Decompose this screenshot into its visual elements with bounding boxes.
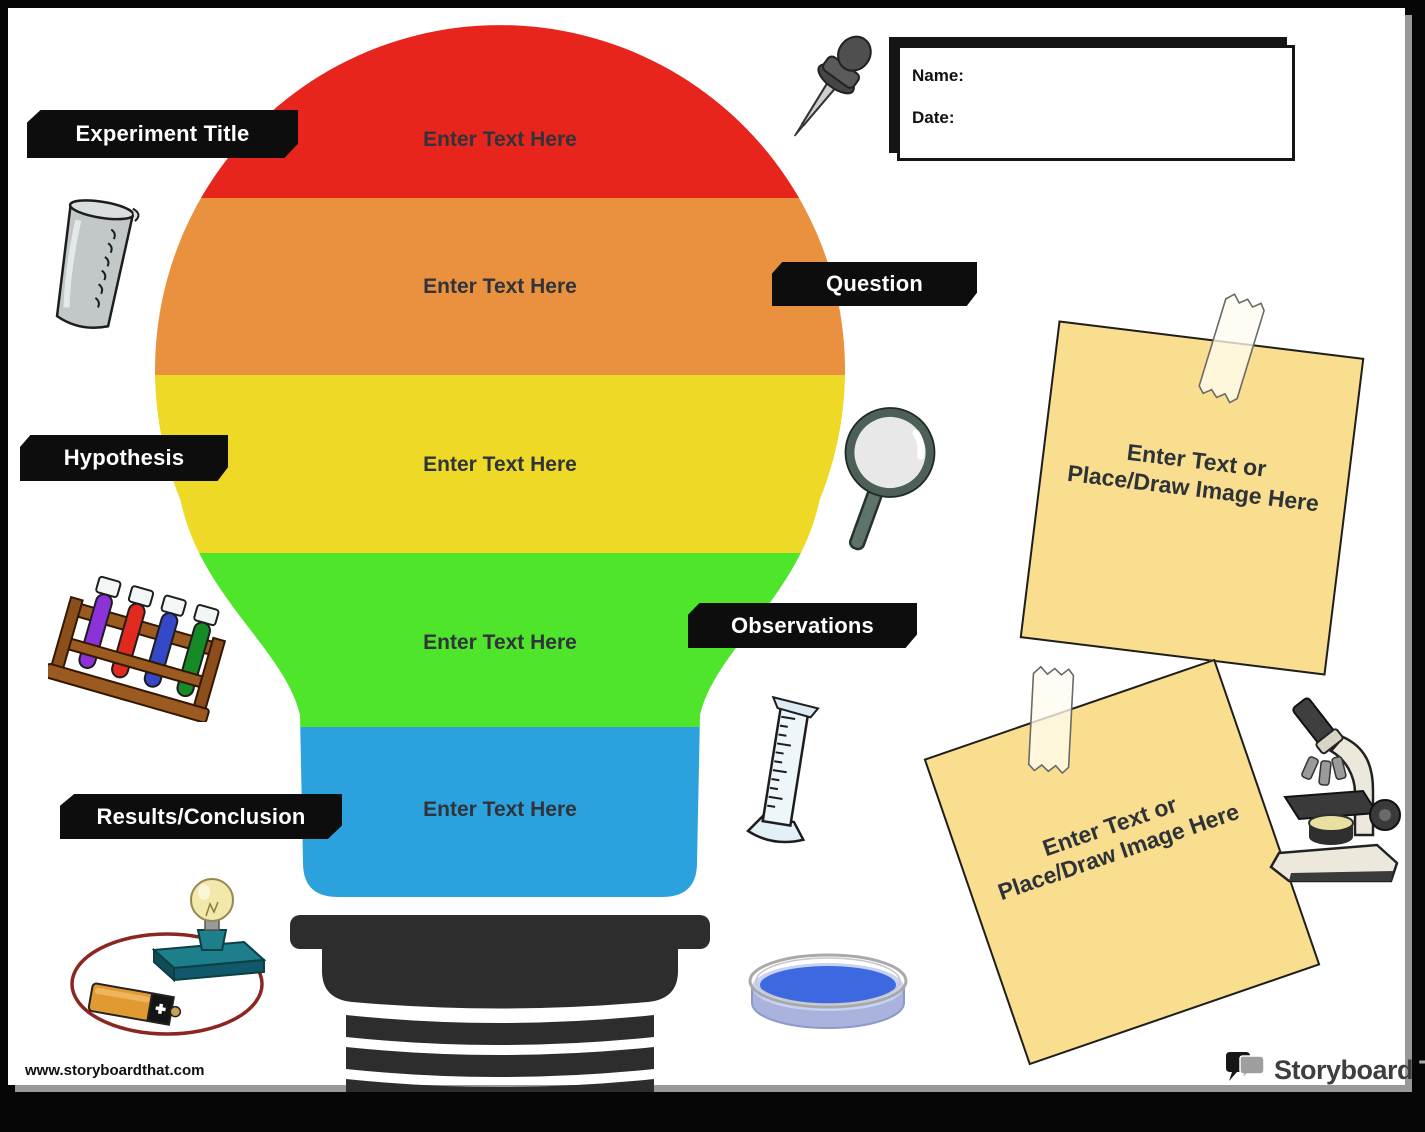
name-label: Name: (912, 66, 964, 85)
brand-that: That (1419, 1055, 1425, 1086)
microscope-icon (1269, 697, 1401, 883)
storyboardthat-logo: Storyboard That (1222, 1050, 1425, 1090)
label-results-conclusion: Results/Conclusion (60, 794, 342, 839)
battery-circuit-icon (70, 878, 267, 1036)
label-hypothesis: Hypothesis (20, 435, 228, 481)
brand-storyboard: Storyboard (1274, 1054, 1414, 1085)
sticky-note-1-text[interactable]: Enter Text or Place/Draw Image Here (1066, 439, 1321, 516)
sticky-note-2[interactable]: Enter Text or Place/Draw Image Here (923, 658, 1321, 1066)
band-text-question[interactable]: Enter Text Here (423, 275, 577, 298)
label-experiment-title: Experiment Title (27, 110, 298, 158)
band-text-experiment-title[interactable]: Enter Text Here (423, 128, 577, 151)
speech-bubbles-icon (1226, 1052, 1265, 1081)
tape-icon (1027, 665, 1075, 775)
name-date-box[interactable]: Name: Date: (897, 45, 1295, 161)
graduated-cylinder-icon (746, 695, 820, 844)
beaker-icon (55, 199, 140, 329)
bulb-base (290, 915, 710, 1092)
sticky-note-2-text[interactable]: Enter Text or Place/Draw Image Here (994, 790, 1243, 906)
tape-icon (1198, 293, 1265, 404)
sticky-note-1[interactable]: Enter Text or Place/Draw Image Here (1019, 293, 1365, 676)
band-text-observations[interactable]: Enter Text Here (423, 631, 577, 654)
band-question[interactable] (150, 198, 850, 375)
label-question: Question (772, 262, 977, 306)
magnifying-glass-icon (844, 407, 936, 551)
band-experiment-title[interactable] (150, 15, 850, 198)
label-observations: Observations (688, 603, 917, 648)
band-hypothesis[interactable] (150, 375, 850, 553)
date-label: Date: (912, 108, 955, 127)
lightbulb-graphic (150, 15, 850, 1092)
band-text-results[interactable]: Enter Text Here (423, 798, 577, 821)
storyboardthat-url: www.storyboardthat.com (25, 1062, 205, 1079)
dropper-icon (793, 35, 872, 137)
test-tube-rack-icon (48, 575, 227, 722)
petri-dish-icon (748, 953, 908, 1029)
band-text-hypothesis[interactable]: Enter Text Here (423, 453, 577, 476)
